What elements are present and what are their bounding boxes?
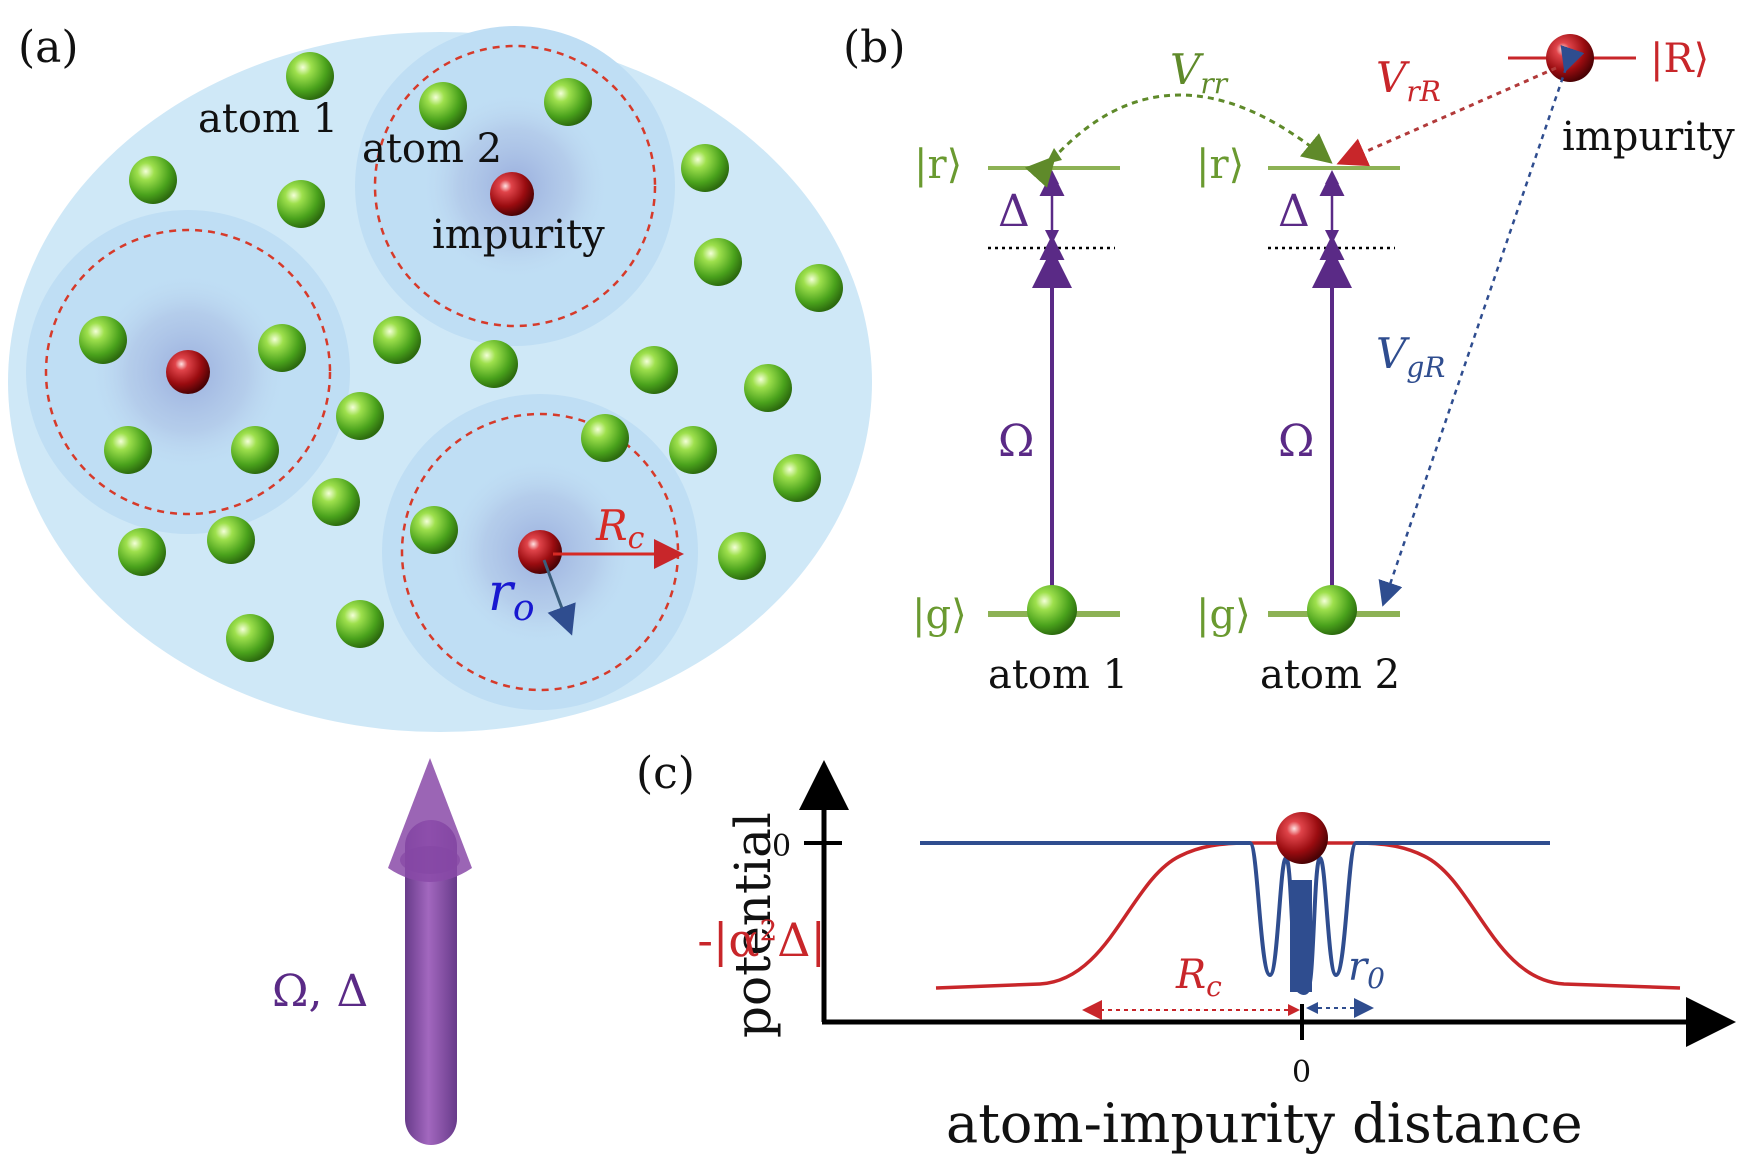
delta-label-left: Δ <box>998 186 1030 237</box>
y-axis-label: potential <box>724 812 782 1038</box>
ket-r-right: |r⟩ <box>1196 142 1244 188</box>
ket-g-right: |g⟩ <box>1196 592 1251 638</box>
blue-potential-core <box>1290 880 1312 992</box>
ground-atom <box>718 532 766 580</box>
blue-potential-curve <box>920 841 1550 995</box>
ground-atom <box>286 52 334 100</box>
atom2-ground-ball <box>1307 585 1357 635</box>
ground-atom <box>419 82 467 130</box>
ground-atom <box>669 426 717 474</box>
delta-arrowhead-right-up <box>1325 170 1339 184</box>
panel-c-Rc-label: Rc <box>1175 952 1222 1003</box>
atom1-ground-ball <box>1027 585 1077 635</box>
panel-b-label: (b) <box>843 22 906 73</box>
r0-arrow <box>542 559 576 636</box>
panel-a-Rc-label: Rc <box>595 501 645 556</box>
depth-label: -|α2Δ| <box>697 913 826 967</box>
Vrr-curve <box>1024 93 1333 188</box>
omega-label-left: Ω <box>998 416 1034 467</box>
panel-a-r0-label: ro <box>488 563 535 629</box>
Vrr-arrowhead-left <box>1046 148 1062 164</box>
panel-a-atom1-label: atom 1 <box>198 96 338 142</box>
ket-r-left: |r⟩ <box>914 142 962 188</box>
delta-arrowhead-right-down <box>1325 230 1339 244</box>
ground-atom <box>207 516 255 564</box>
panel-a-atom2-label: atom 2 <box>362 126 502 172</box>
impurity-ball-c <box>1276 812 1328 864</box>
VgR-label: VgR <box>1376 329 1445 384</box>
x-tick-zero-label: 0 <box>1292 1055 1311 1090</box>
panel-a-beam-label: Ω, Δ <box>272 966 368 1017</box>
Vrr-label: Vrr <box>1170 45 1229 100</box>
omega-label-right: Ω <box>1278 416 1314 467</box>
ket-g-left: |g⟩ <box>912 592 967 638</box>
ground-atom <box>795 264 843 312</box>
r0-dimension-arrowhead <box>1306 1002 1318 1014</box>
panel-a-label: (a) <box>18 22 79 73</box>
x-axis-label: atom-impurity distance <box>946 1092 1583 1155</box>
delta-label-right: Δ <box>1278 186 1310 237</box>
ground-atom <box>336 392 384 440</box>
ground-atom <box>744 364 792 412</box>
panel-b-atom1-label: atom 1 <box>988 652 1128 698</box>
ground-atom <box>231 426 279 474</box>
delta-arrowhead-left-up <box>1045 170 1059 184</box>
panel-c-r0-label: r0 <box>1348 944 1385 995</box>
ground-atom <box>544 78 592 126</box>
ground-atom <box>104 426 152 474</box>
ground-atom <box>681 144 729 192</box>
panel-a-impurity-label: impurity <box>432 212 605 258</box>
impurity-atom <box>166 350 210 394</box>
ground-atom <box>773 454 821 502</box>
ground-atom <box>79 316 127 364</box>
ground-atom <box>277 180 325 228</box>
ground-atom <box>581 414 629 462</box>
ground-atom <box>226 614 274 662</box>
ground-atom <box>410 506 458 554</box>
Rc-dimension-arrowhead <box>1288 1004 1300 1016</box>
ground-atom <box>694 238 742 286</box>
ground-atom <box>373 316 421 364</box>
ground-atom <box>258 324 306 372</box>
panel-c-label: (c) <box>636 748 695 799</box>
ground-atom <box>129 156 177 204</box>
impurity-atom <box>490 172 534 216</box>
ground-atoms <box>79 52 843 662</box>
VrR-label: VrR <box>1376 53 1441 108</box>
ground-atom <box>118 528 166 576</box>
delta-arrowhead-left-down <box>1045 230 1059 244</box>
ground-atom <box>470 340 518 388</box>
ground-atom <box>630 346 678 394</box>
VgR-arrow <box>1378 45 1585 607</box>
VrR-arrow <box>1336 66 1557 167</box>
laser-beam-arrow <box>388 758 472 1145</box>
ground-atom <box>312 478 360 526</box>
impurity-atom <box>518 530 562 574</box>
impurity-ball-b <box>1546 34 1594 82</box>
panel-b-atom2-label: atom 2 <box>1260 652 1400 698</box>
panel-b-impurity-label: impurity <box>1562 114 1735 160</box>
y-tick-zero-label: 0 <box>772 829 791 864</box>
ket-R: |R⟩ <box>1650 36 1709 82</box>
ground-atom <box>336 600 384 648</box>
